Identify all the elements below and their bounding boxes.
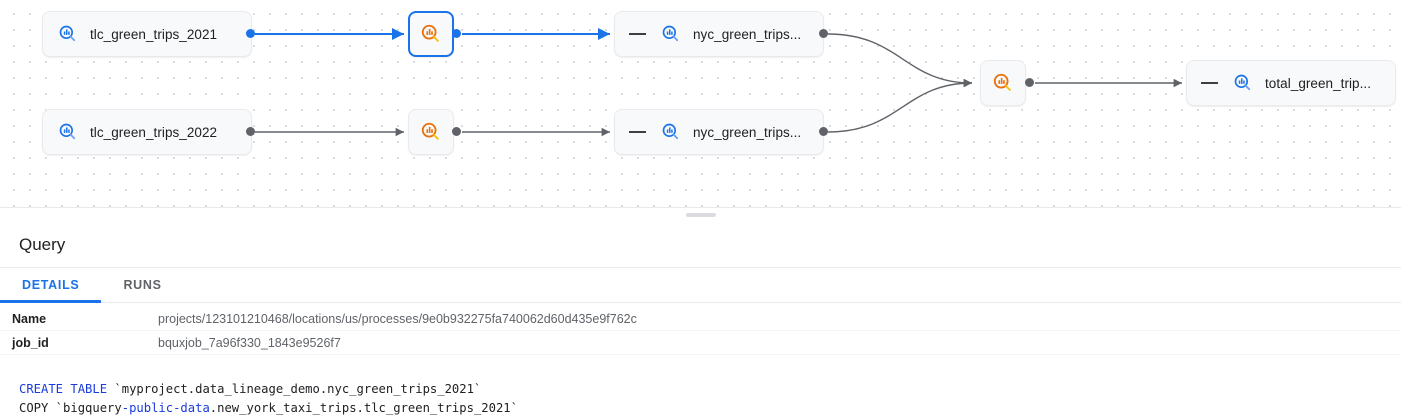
port-nyc2-out[interactable] [819, 127, 828, 136]
graph-node-label: total_green_trip... [1265, 75, 1372, 91]
graph-node-process-3[interactable] [980, 60, 1026, 106]
panel-resize-splitter[interactable] [0, 207, 1401, 222]
bigquery-process-icon [419, 22, 443, 46]
graph-node-label: tlc_green_trips_2021 [90, 26, 218, 42]
bigquery-process-icon [991, 71, 1015, 95]
graph-node-tlc-green-trips-2021[interactable]: tlc_green_trips_2021 [42, 11, 252, 57]
bigquery-table-icon [660, 121, 682, 143]
lineage-graph-canvas[interactable]: tlc_green_trips_2021 tlc_green_trips_202… [0, 0, 1401, 207]
sql-line1-rest: `myproject.data_lineage_demo.nyc_green_t… [107, 382, 482, 396]
sql-line2-end: .new_york_taxi_trips.tlc_green_trips_202… [209, 401, 518, 415]
panel-title: Query [19, 235, 66, 254]
port-process1-out[interactable] [452, 29, 461, 38]
bigquery-table-icon [57, 23, 79, 45]
table-row: Name projects/123101210468/locations/us/… [0, 307, 1401, 331]
detail-value: bquxjob_7a96f330_1843e9526f7 [158, 335, 341, 350]
detail-key: Name [12, 311, 47, 326]
edge-nyc2-proc3 [827, 78, 973, 133]
tab-runs-label: RUNS [123, 278, 162, 292]
tab-details-label: DETAILS [22, 278, 80, 292]
collapse-dash-icon[interactable] [629, 131, 646, 133]
tab-runs[interactable]: RUNS [101, 268, 183, 302]
edge-nyc1-proc3 [827, 33, 973, 88]
collapse-dash-icon[interactable] [629, 33, 646, 35]
bigquery-table-icon [1232, 72, 1254, 94]
port-process3-out[interactable] [1025, 78, 1034, 87]
detail-value: projects/123101210468/locations/us/proce… [158, 311, 637, 326]
sql-keyword-create-table: CREATE TABLE [19, 382, 108, 396]
bigquery-table-icon [660, 23, 682, 45]
drag-handle-icon[interactable] [685, 213, 716, 217]
tab-details[interactable]: DETAILS [0, 268, 102, 303]
panel-tabs: DETAILS RUNS [0, 267, 1401, 303]
query-details-panel: Query DETAILS RUNS Name projects/1231012… [0, 221, 1401, 417]
bigquery-table-icon [57, 121, 79, 143]
collapse-dash-icon[interactable] [1201, 82, 1218, 84]
port-process2-out[interactable] [452, 127, 461, 136]
graph-node-tlc-green-trips-2022[interactable]: tlc_green_trips_2022 [42, 109, 252, 155]
table-row: job_id bquxjob_7a96f330_1843e9526f7 [0, 331, 1401, 355]
graph-node-label: nyc_green_trips... [693, 124, 802, 140]
port-tlc2022-out[interactable] [246, 127, 255, 136]
port-tlc2021-out[interactable] [246, 29, 255, 38]
graph-node-label: nyc_green_trips... [693, 26, 802, 42]
graph-node-process-1[interactable] [408, 11, 454, 57]
graph-node-process-2[interactable] [408, 109, 454, 155]
sql-line2-start: COPY `bigquery [19, 401, 122, 415]
sql-query-text: CREATE TABLE `myproject.data_lineage_dem… [0, 380, 1401, 418]
bigquery-process-icon [419, 120, 443, 144]
graph-node-nyc-green-trips-2[interactable]: nyc_green_trips... [614, 109, 824, 155]
graph-node-label: tlc_green_trips_2022 [90, 124, 218, 140]
sql-keyword-public-data: -public-data [121, 401, 210, 415]
detail-key: job_id [12, 335, 49, 350]
port-nyc1-out[interactable] [819, 29, 828, 38]
graph-node-total-green-trips[interactable]: total_green_trip... [1186, 60, 1396, 106]
graph-node-nyc-green-trips-1[interactable]: nyc_green_trips... [614, 11, 824, 57]
details-table: Name projects/123101210468/locations/us/… [0, 307, 1401, 355]
